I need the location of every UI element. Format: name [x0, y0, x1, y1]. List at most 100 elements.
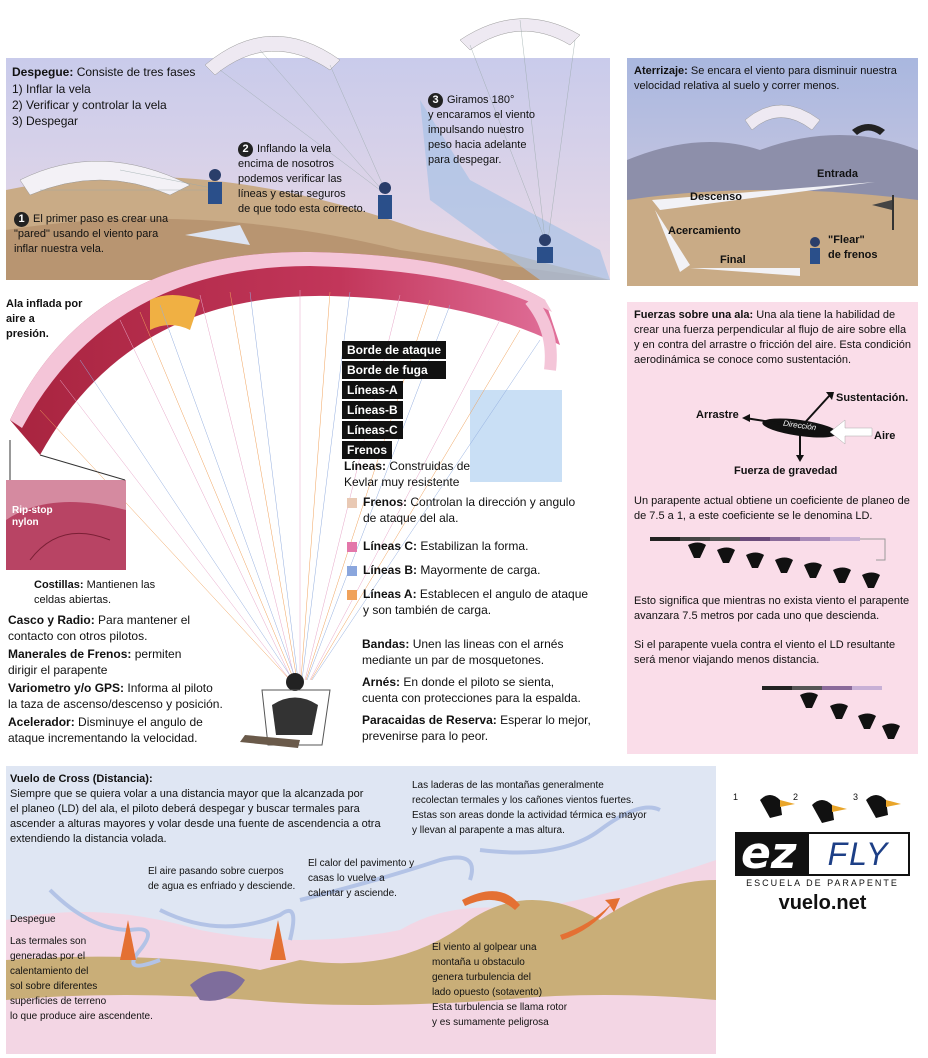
termales-line: calentamiento del — [10, 966, 89, 977]
fuerzas-line: crear una fuerza perpendicular al flujo … — [634, 324, 907, 336]
cross-line: extendiendo la distancia volada. — [10, 833, 167, 845]
fuerzas-panel-art — [627, 302, 918, 754]
legend-item-frenos: Frenos: Controlan la dirección y angulo … — [347, 494, 609, 526]
equip-line: Para mantener el — [98, 613, 191, 627]
step1-line: inflar nuestra vela. — [14, 243, 104, 255]
cross-panel-art — [6, 766, 716, 1054]
ld-line: de 7.5 a 1, a este coeficiente se le den… — [634, 510, 873, 522]
equip-item-bandas: Bandas: Unen las lineas con el arnés med… — [362, 636, 624, 668]
brand-crows — [760, 795, 901, 823]
despegue-heading: Despegue: Consiste de tres fases — [12, 64, 195, 80]
brand-logo[interactable]: ez FLY — [735, 828, 910, 879]
label-flear: "Flear" de frenos — [828, 233, 878, 263]
legend-line: de ataque del ala. — [363, 511, 459, 525]
equip-item-casco: Casco y Radio: Para mantener el contacto… — [8, 612, 258, 644]
fuerzas-description: Fuerzas sobre una ala: Una ala tiene la … — [634, 308, 914, 368]
fuerzas-line: aerodinámica se conoce como sustentación… — [634, 354, 852, 366]
wing-part-tags: Borde de ataque Borde de fuga Líneas-A L… — [342, 341, 447, 459]
agua-line: de agua es enfriado y desciende. — [148, 881, 296, 892]
step-number-badge: 3 — [428, 93, 443, 108]
step3-line: y encaramos el viento — [428, 109, 535, 121]
ripstop-line: Rip-stop — [12, 505, 53, 516]
costillas-line: Mantienen las — [86, 579, 156, 591]
equip-item-reserva: Paracaidas de Reserva: Esperar lo mejor,… — [362, 712, 624, 744]
step3-line: impulsando nuestro — [428, 124, 525, 136]
fuerzas-title: Fuerzas sobre una ala: — [634, 309, 754, 321]
despegue-panel-art — [6, 18, 610, 280]
legend-line: y son también de carga. — [363, 603, 492, 617]
lines-legend: Frenos: Controlan la dirección y angulo … — [347, 494, 609, 618]
force-label-sustentacion: Sustentación. — [836, 392, 909, 404]
step2-line: Inflando la vela — [257, 143, 331, 155]
wing-inflada-line: presión. — [6, 328, 49, 340]
costillas-note: Costillas: Mantienen las celdas abiertas… — [34, 578, 155, 608]
despegue-step-item: 1) Inflar la vela — [12, 82, 91, 96]
brand-step-num: 3 — [853, 792, 859, 802]
ld-meaning-line: avanzara 7.5 metros por cada uno que des… — [634, 610, 880, 622]
laderas-line: Las laderas de las montañas generalmente — [412, 780, 604, 791]
despegue-title: Despegue: — [12, 65, 74, 79]
agua-note: El aire pasando sobre cuerpos de agua es… — [148, 864, 295, 894]
legend-title: Líneas B: — [363, 563, 418, 577]
cross-title: Vuelo de Cross (Distancia): — [10, 773, 153, 785]
despegue-step3-callout: 3 Giramos 180° y encaramos el viento impu… — [428, 93, 558, 168]
ripstop-line: nylon — [12, 517, 39, 528]
equip-item-variometro: Variometro y/o GPS: Informa al piloto la… — [8, 680, 258, 712]
pavimento-line: El calor del pavimento y — [308, 858, 415, 869]
step2-line: de que todo esta correcto. — [238, 203, 366, 215]
step1-line: "pared" usando el viento para — [14, 228, 159, 240]
brand-tagline: ESCUELA DE PARAPENTE — [746, 878, 899, 888]
pavimento-line: casas lo vuelve a — [308, 873, 385, 884]
rotor-line: El viento al golpear una — [432, 942, 537, 953]
rotor-line: genera turbulencia del — [432, 972, 531, 983]
step2-line: encima de nosotros — [238, 158, 334, 170]
tag-borde-fuga: Borde de fuga — [342, 361, 447, 379]
equip-title: Acelerador: — [8, 715, 75, 729]
step3-line: Giramos 180° — [447, 94, 515, 106]
legend-item-lineas-c: Líneas C: Estabilizan la forma. — [347, 538, 609, 554]
equip-line: En donde el piloto se sienta, — [403, 675, 555, 689]
tag-lineas-c: Líneas-C — [342, 421, 403, 439]
tag-frenos: Frenos — [342, 441, 393, 459]
aterrizaje-line: Se encara el viento para disminuir nuest… — [690, 65, 897, 77]
label-flear-line: de frenos — [828, 249, 878, 261]
equip-title: Casco y Radio: — [8, 613, 95, 627]
lineas-title: Líneas: — [344, 459, 387, 473]
brand-step-num: 2 — [793, 792, 799, 802]
force-label-arrastre: Arrastre — [696, 409, 739, 421]
tag-lineas-a: Líneas-A — [342, 381, 403, 399]
legend-swatch — [347, 589, 357, 600]
step3-line: para despegar. — [428, 154, 502, 166]
legend-line: Estabilizan la forma. — [420, 539, 529, 553]
laderas-line: recolectan termales y los cañones viento… — [412, 795, 634, 806]
label-flear-line: "Flear" — [828, 234, 865, 246]
wing-art — [6, 251, 562, 748]
legend-line: Establecen el angulo de ataque — [419, 587, 589, 601]
laderas-line: Estas son areas donde la actividad térmi… — [412, 810, 647, 821]
brand-site-link[interactable]: vuelo.net — [778, 892, 867, 914]
equip-line: cuenta con protecciones para la espalda. — [362, 691, 581, 705]
label-descenso: Descenso — [690, 191, 742, 203]
equip-line: contacto con otros pilotos. — [8, 629, 148, 643]
termales-line: sol sobre diferentes — [10, 981, 98, 992]
rotor-line: montaña u obstaculo — [432, 957, 525, 968]
force-label-gravedad: Fuerza de gravedad — [734, 465, 838, 477]
step-number-badge: 1 — [14, 212, 29, 227]
ripstop-label: Rip-stop nylon — [12, 505, 53, 529]
legend-title: Frenos: — [363, 495, 408, 509]
equip-line: ataque incrementando la velocidad. — [8, 731, 198, 745]
aterrizaje-line: velocidad relativa al suelo y correr men… — [634, 80, 840, 92]
costillas-title: Costillas: — [34, 579, 84, 591]
despegue-marker-label: Despegue — [10, 914, 56, 925]
lineas-note: Líneas: Construidas de Kevlar muy resist… — [344, 458, 470, 490]
label-final: Final — [720, 254, 746, 266]
label-entrada: Entrada — [817, 168, 858, 180]
equip-line: Unen las lineas con el arnés — [412, 637, 564, 651]
wing-inflada-line: Ala inflada por — [6, 298, 83, 310]
equipment-left-list: Casco y Radio: Para mantener el contacto… — [8, 612, 258, 746]
legend-item-lineas-b: Líneas B: Mayormente de carga. — [347, 562, 609, 578]
rotor-note: El viento al golpear una montaña u obsta… — [432, 940, 592, 1030]
legend-line: Controlan la dirección y angulo — [410, 495, 576, 509]
